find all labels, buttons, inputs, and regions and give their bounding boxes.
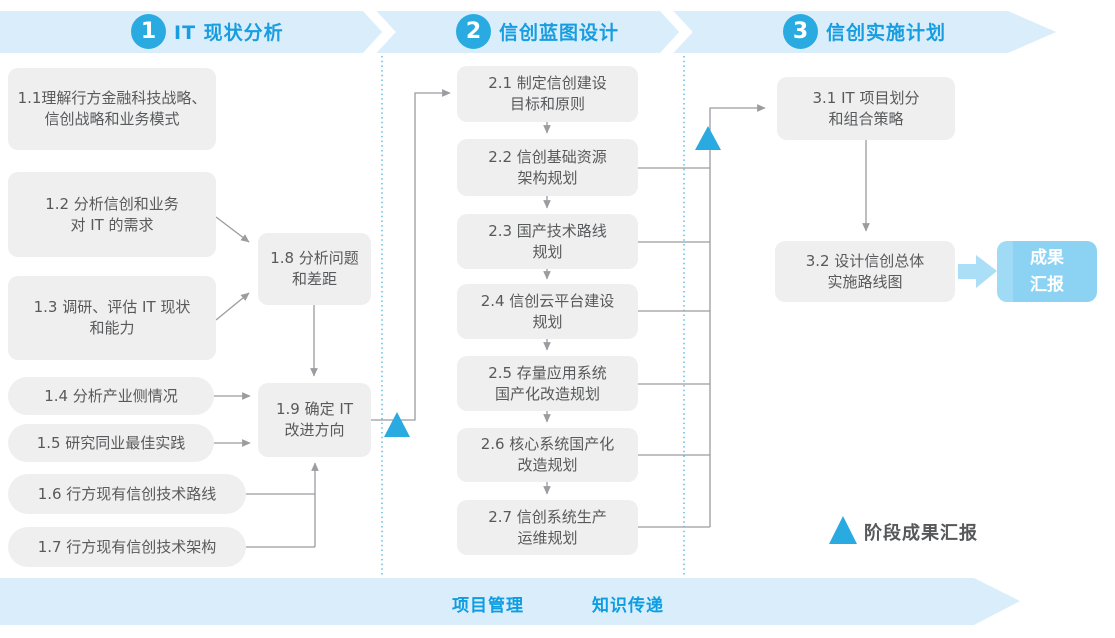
connector-1-9-to-2-1 <box>371 89 451 421</box>
phase-1-connectors <box>214 89 451 548</box>
connector-collector-to-3-1 <box>709 104 766 527</box>
milestone-triangle-icon-legend <box>829 516 857 544</box>
bottom-support-ribbon <box>0 578 1020 625</box>
connector-1-2-to-1-8 <box>215 216 250 243</box>
milestone-triangle-icon-phase-1 <box>384 412 410 437</box>
ribbon-chevron-divider-1 <box>362 3 396 61</box>
connector-1-3-to-1-8 <box>215 292 250 321</box>
phase-2-collector <box>638 104 766 528</box>
milestone-triangle-icon-phase-2 <box>695 126 721 150</box>
top-phase-ribbon <box>0 11 1056 53</box>
ribbon-chevron-divider-2 <box>659 3 693 61</box>
fat-arrow-3-2-to-result <box>958 255 997 288</box>
